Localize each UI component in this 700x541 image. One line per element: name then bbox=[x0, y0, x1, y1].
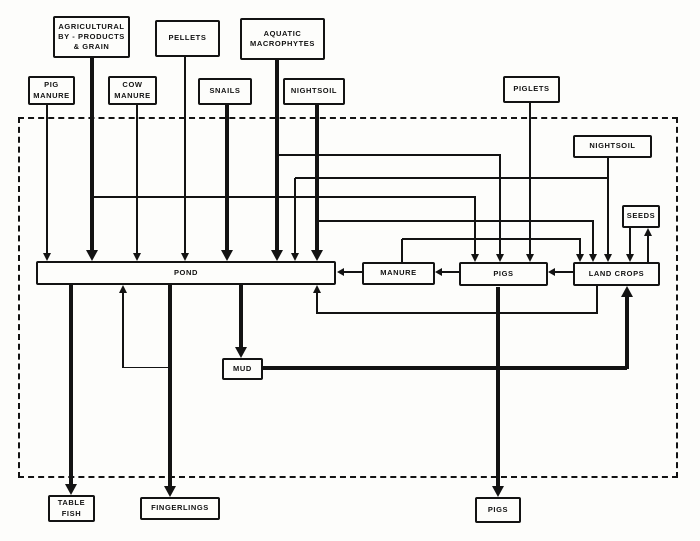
edge-pigs-to-pigs-output bbox=[496, 287, 500, 486]
edge-land-crops-to-pigs-arrowhead bbox=[548, 267, 555, 276]
edge-pond-to-table-fish bbox=[69, 285, 73, 484]
edge-agricultural-byproducts-to-pigs bbox=[92, 196, 476, 198]
edge-manure-to-land-crops bbox=[402, 238, 581, 240]
node-pond: POND bbox=[36, 261, 336, 285]
edge-agricultural-byproducts-to-pigs-arrowhead bbox=[470, 254, 479, 262]
node-fingerlings: FINGERLINGS bbox=[140, 497, 220, 520]
edge-pond-to-table-fish-arrowhead bbox=[65, 484, 77, 495]
edge-pond-to-mud bbox=[239, 285, 243, 347]
edge-pellets-to-pond-arrowhead bbox=[180, 253, 189, 261]
edge-seeds-to-land-crops bbox=[629, 228, 631, 254]
edge-fingerlings-to-pond-arrowhead bbox=[118, 285, 127, 293]
edge-fingerlings-to-pond bbox=[123, 366, 170, 368]
edge-snails-to-pond bbox=[225, 105, 229, 250]
system-boundary bbox=[18, 117, 678, 478]
edge-land-crops-to-pond-arrowhead bbox=[312, 285, 321, 293]
edge-agricultural-byproducts-to-pond bbox=[90, 58, 94, 250]
edge-manure-to-land-crops-drop bbox=[579, 239, 581, 254]
node-pig-manure: PIG MANURE bbox=[28, 76, 75, 105]
edge-agricultural-byproducts-to-pond-arrowhead bbox=[86, 250, 98, 261]
edge-seeds-to-land-crops-arrowhead bbox=[625, 254, 634, 262]
edge-pig-manure-to-pond-arrowhead bbox=[42, 253, 51, 261]
edge-manure-to-land-crops-arrowhead bbox=[575, 254, 584, 262]
node-land-crops: LAND CROPS bbox=[573, 262, 660, 286]
edge-manure-to-pond-arrowhead bbox=[337, 267, 344, 276]
edge-aquatic-macrophytes-to-pigs-arrowhead bbox=[495, 254, 504, 262]
node-pellets: PELLETS bbox=[155, 20, 220, 57]
edge-land-crops-to-pigs bbox=[555, 271, 573, 273]
node-nightsoil-inner: NIGHTSOIL bbox=[573, 135, 652, 158]
node-cow-manure: COW MANURE bbox=[108, 76, 157, 105]
edge-land-crops-to-seeds-arrowhead bbox=[643, 228, 652, 236]
edge-pigs-to-pigs-output-arrowhead bbox=[492, 486, 504, 497]
edge-nightsoil-inner-to-land-crops bbox=[607, 158, 609, 254]
node-manure: MANURE bbox=[362, 262, 435, 285]
edge-aquatic-macrophytes-to-pond-arrowhead bbox=[271, 250, 283, 261]
edge-pellets-to-pond bbox=[184, 57, 186, 253]
edge-snails-to-pond-arrowhead bbox=[221, 250, 233, 261]
node-pigs-output: PIGS bbox=[475, 497, 521, 523]
edge-manure-to-land-crops-rise bbox=[401, 239, 403, 262]
edge-pig-manure-to-pond bbox=[46, 105, 48, 253]
node-aquatic-macrophytes: AQUATIC MACROPHYTES bbox=[240, 18, 325, 60]
edge-pond-to-fingerlings bbox=[168, 285, 172, 486]
edge-cow-manure-to-pond bbox=[136, 105, 138, 253]
edge-nightsoil-inner-to-pond-arrowhead bbox=[290, 253, 299, 261]
edge-mud-to-land-crops bbox=[263, 366, 627, 370]
edge-nightsoil-top-to-land-crops bbox=[317, 220, 594, 222]
edge-cow-manure-to-pond-arrowhead bbox=[132, 253, 141, 261]
edge-aquatic-macrophytes-to-pigs-drop bbox=[499, 155, 501, 254]
edge-land-crops-to-pond-rise bbox=[316, 293, 318, 314]
node-table-fish: TABLE FISH bbox=[48, 495, 95, 522]
edge-pigs-to-manure bbox=[442, 271, 459, 273]
edge-nightsoil-top-to-land-crops-arrowhead bbox=[588, 254, 597, 262]
edge-fingerlings-to-pond-rise bbox=[122, 293, 124, 368]
edge-pond-to-mud-arrowhead bbox=[235, 347, 247, 358]
edge-piglets-to-pigs-arrowhead bbox=[525, 254, 534, 262]
edge-pond-to-fingerlings-arrowhead bbox=[164, 486, 176, 497]
edge-nightsoil-top-to-land-crops-drop bbox=[592, 221, 594, 254]
edge-manure-to-pond bbox=[344, 271, 362, 273]
node-agricultural-byproducts: AGRICULTURAL BY - PRODUCTS & GRAIN bbox=[53, 16, 130, 58]
edge-land-crops-to-pond-drop bbox=[596, 286, 598, 314]
edge-pigs-to-manure-arrowhead bbox=[435, 267, 442, 276]
node-pigs: PIGS bbox=[459, 262, 548, 286]
node-mud: MUD bbox=[222, 358, 263, 380]
edge-land-crops-to-seeds bbox=[647, 236, 649, 262]
edge-nightsoil-inner-to-pond-drop bbox=[294, 178, 296, 253]
node-piglets: PIGLETS bbox=[503, 76, 560, 103]
edge-agricultural-byproducts-to-pigs-drop bbox=[474, 197, 476, 254]
edge-mud-to-land-crops-rise bbox=[625, 297, 629, 369]
edge-nightsoil-top-to-pond-arrowhead bbox=[311, 250, 323, 261]
edge-nightsoil-inner-to-pond bbox=[295, 177, 609, 179]
node-nightsoil-top: NIGHTSOIL bbox=[283, 78, 345, 105]
node-snails: SNAILS bbox=[198, 78, 252, 105]
edge-mud-to-land-crops-arrowhead bbox=[621, 286, 633, 297]
edge-land-crops-to-pond bbox=[317, 312, 598, 314]
edge-aquatic-macrophytes-to-pigs bbox=[277, 154, 501, 156]
node-seeds: SEEDS bbox=[622, 205, 660, 228]
edge-nightsoil-inner-to-land-crops-arrowhead bbox=[603, 254, 612, 262]
